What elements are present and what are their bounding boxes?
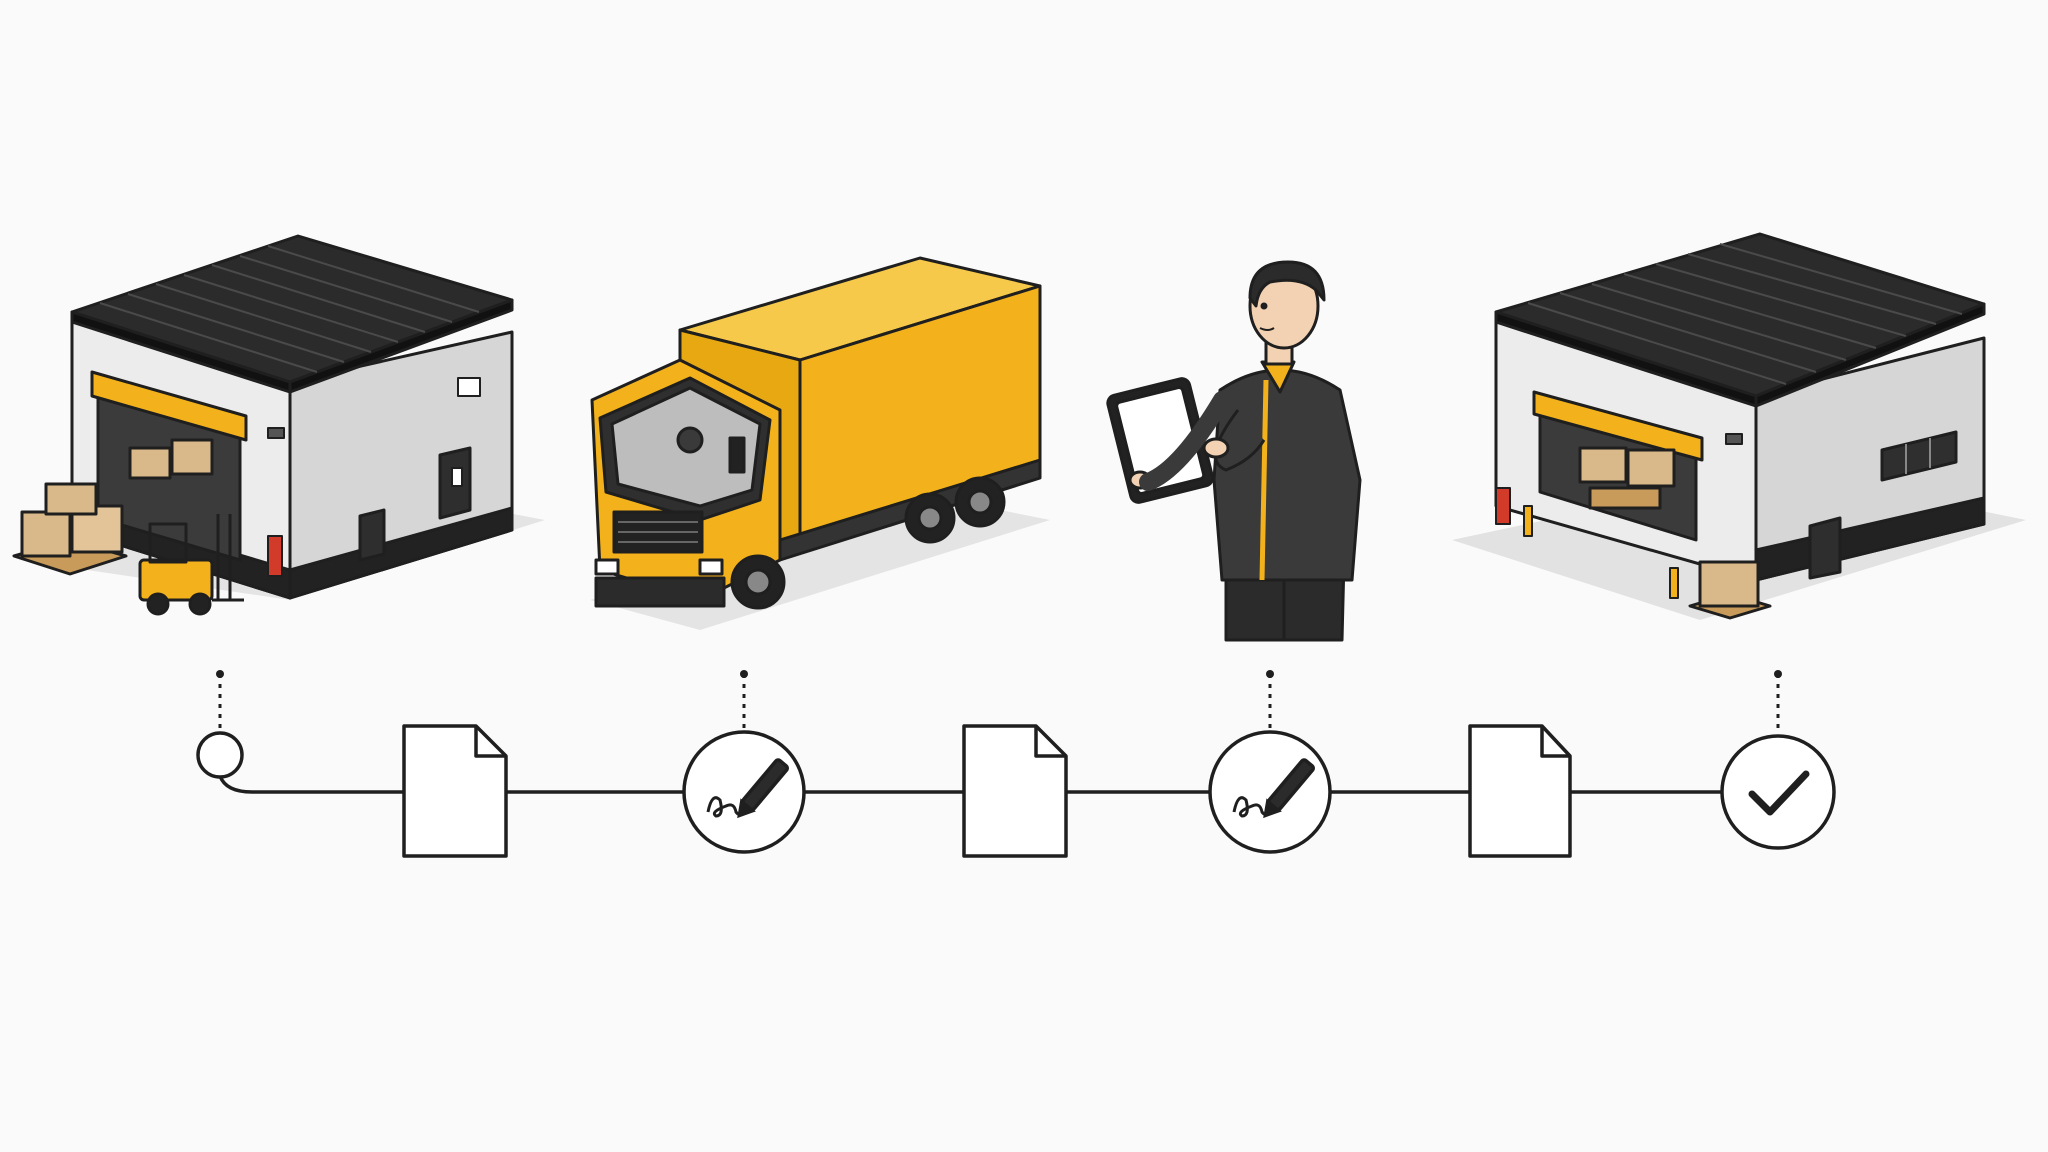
- document-icon: [1468, 724, 1572, 858]
- signature-pen-icon: [682, 730, 806, 854]
- connector-dots: [216, 670, 1782, 678]
- courier-tablet-icon: [1106, 260, 1362, 642]
- checkmark-icon: [1720, 734, 1836, 850]
- signature-pen-icon: [1208, 730, 1332, 854]
- start-circle-icon: [196, 731, 244, 779]
- document-icon: [962, 724, 1068, 858]
- warehouse-origin-icon: [12, 234, 545, 616]
- timeline-line: [218, 775, 1722, 794]
- truck-icon: [590, 256, 1050, 630]
- warehouse-destination-icon: [1452, 232, 2026, 620]
- document-icon: [402, 724, 508, 858]
- dotted-connectors: [218, 674, 1780, 730]
